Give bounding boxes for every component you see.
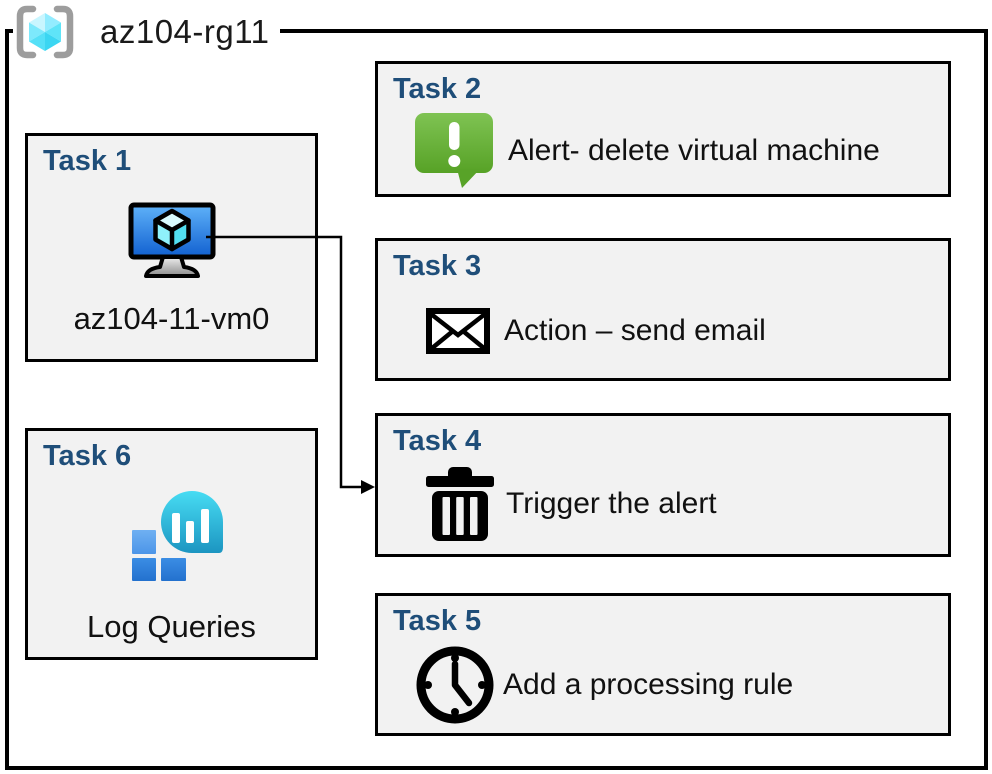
task-6-label: Task 6	[43, 440, 132, 472]
task-3-text: Action – send email	[504, 313, 766, 347]
task-box-6: Task 6	[25, 428, 318, 660]
log-analytics-icon	[131, 491, 232, 582]
resource-group-icon	[16, 5, 74, 59]
task-box-4: Task 4 Trigger the alert	[375, 413, 951, 557]
resource-group-boundary	[5, 29, 988, 770]
virtual-machine-icon	[128, 202, 216, 280]
task-4-label: Task 4	[393, 425, 482, 457]
resource-group-legend: az104-rg11	[13, 2, 280, 62]
task-5-label: Task 5	[393, 605, 482, 637]
task-box-3: Task 3 Action – send email	[375, 238, 951, 381]
task-4-text: Trigger the alert	[506, 487, 717, 520]
task-1-label: Task 1	[43, 145, 132, 177]
task-5-text: Add a processing rule	[503, 667, 794, 701]
trash-icon	[425, 466, 495, 542]
task-box-1: Task 1	[25, 133, 318, 362]
task-2-label: Task 2	[393, 73, 482, 105]
task-box-5: Task 5 Add a processing rule	[375, 593, 951, 736]
alert-icon	[413, 111, 495, 191]
task-2-text: Alert- delete virtual machine	[508, 134, 880, 167]
log-queries-caption: Log Queries	[87, 609, 256, 644]
vm-name: az104-11-vm0	[73, 301, 270, 336]
task-box-2: Task 2 Alert- delete virtual machine	[375, 61, 951, 197]
task-3-label: Task 3	[393, 250, 482, 282]
email-icon	[426, 307, 490, 354]
clock-icon	[414, 644, 496, 726]
resource-group-name: az104-rg11	[100, 13, 270, 50]
